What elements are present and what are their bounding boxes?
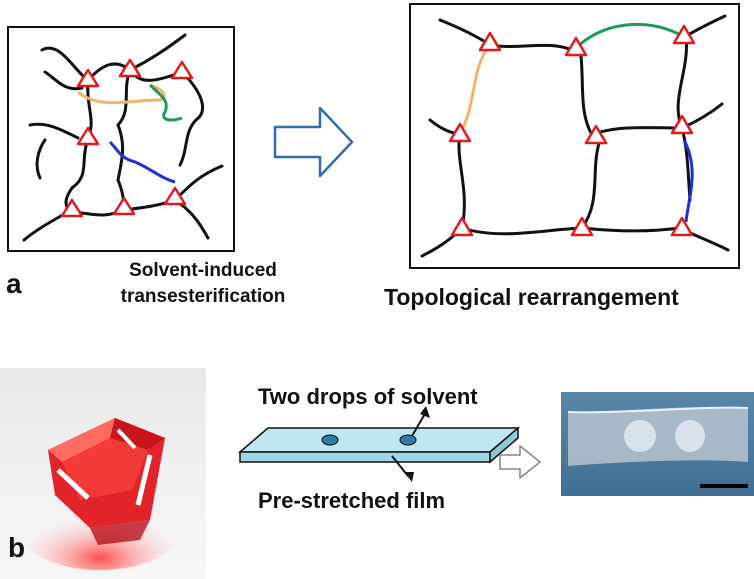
crosslinker xyxy=(670,114,694,135)
crosslinker xyxy=(76,68,100,88)
left-network xyxy=(7,26,235,252)
right-arrow-icon xyxy=(273,106,354,178)
blue-chain xyxy=(108,140,176,184)
scale-bar xyxy=(700,484,748,488)
crosslinker xyxy=(76,126,100,146)
crosslinker xyxy=(118,58,142,78)
orange-chain xyxy=(458,44,492,135)
crosslinkers xyxy=(448,24,696,237)
crosslinker xyxy=(450,216,474,237)
film-caption: Pre-stretched film xyxy=(258,488,446,513)
open-arrow-icon xyxy=(499,445,541,479)
film-photo xyxy=(561,392,754,496)
crosslinker xyxy=(672,24,696,45)
green-chain xyxy=(148,83,183,122)
solvent-drop xyxy=(399,434,417,446)
crosslinker xyxy=(163,186,187,206)
solvent-caption: Solvent-induced transesterification xyxy=(120,260,286,307)
film-top xyxy=(237,427,521,453)
crosslinker xyxy=(60,198,84,218)
solvent-drop xyxy=(321,434,339,446)
origami-photo xyxy=(0,368,206,579)
panel-a-label: a xyxy=(6,268,22,299)
crosslinker xyxy=(478,31,502,52)
crosslinkers xyxy=(60,58,194,218)
film-schematic xyxy=(237,406,521,482)
topology-caption: Topological rearrangement xyxy=(384,284,679,310)
right-network xyxy=(409,3,740,269)
film-front xyxy=(239,451,491,463)
crosslinker xyxy=(448,122,472,143)
crosslinker xyxy=(564,36,588,57)
crosslinker xyxy=(570,216,594,237)
crosslinker xyxy=(584,124,608,145)
film-side xyxy=(489,426,519,464)
crosslinker xyxy=(670,216,694,237)
panel-b-label: b xyxy=(8,532,26,563)
crosslinker xyxy=(170,60,194,80)
blue-chain xyxy=(682,139,694,223)
drops-caption: Two drops of solvent xyxy=(258,384,478,409)
crosslinker xyxy=(112,196,136,216)
orange-chain xyxy=(77,83,166,105)
green-chain xyxy=(577,22,683,48)
